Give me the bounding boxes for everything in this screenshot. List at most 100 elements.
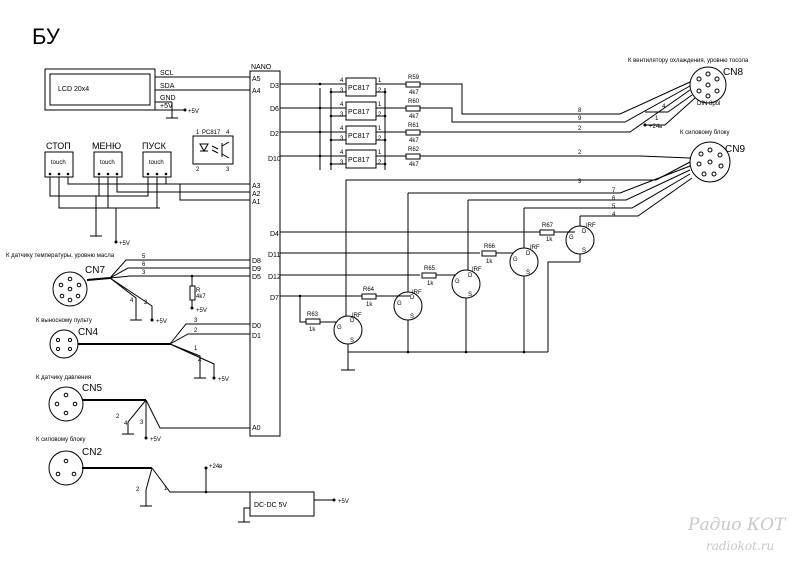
svg-text:3: 3: [340, 136, 344, 142]
touch-buttons: СТОП МЕНЮ ПУСК touch touch touch +5V: [44, 141, 250, 247]
resistor-r-4k7: [189, 285, 196, 301]
svg-text:R64: R64: [363, 287, 375, 293]
svg-text:3: 3: [226, 167, 230, 173]
lcd-label: LCD 20x4: [58, 86, 89, 93]
svg-text:2: 2: [378, 136, 382, 142]
svg-text:IRF: IRF: [586, 223, 596, 229]
connector-cn5: К датчику давления CN5 2 4 3 +5V: [36, 375, 250, 443]
cn8-type: DIN 8pol: [697, 101, 720, 107]
svg-text:D: D: [582, 229, 587, 235]
cn5-name: CN5: [82, 383, 102, 394]
svg-text:1: 1: [194, 346, 198, 352]
svg-text:4k7: 4k7: [409, 138, 419, 144]
svg-text:+5V: +5V: [196, 308, 207, 314]
svg-text:2: 2: [378, 88, 382, 94]
svg-text:D: D: [468, 273, 473, 279]
resistor-r62: R62: [408, 147, 420, 153]
resistor-r59: R59: [408, 75, 420, 81]
svg-text:4: 4: [340, 150, 344, 156]
svg-text:4k7: 4k7: [409, 162, 419, 168]
button-label-stop: СТОП: [46, 141, 71, 151]
svg-text:IRF: IRF: [472, 267, 482, 273]
svg-text:3: 3: [142, 270, 146, 276]
svg-text:4k7: 4k7: [196, 294, 206, 300]
cn7-name: CN7: [85, 265, 105, 276]
svg-text:PC817: PC817: [348, 85, 370, 92]
svg-text:4k7: 4k7: [409, 90, 419, 96]
cn7-supply: +5V: [156, 319, 167, 325]
svg-text:R67: R67: [542, 223, 554, 229]
cn8-caption: К вентилятору охлаждения, уровню тосола: [628, 58, 749, 64]
nano-body: [249, 70, 281, 437]
buttons-supply: +5V: [119, 241, 130, 247]
cn4-caption: К выносному пульту: [36, 318, 92, 324]
cn9-caption: К силовому блоку: [680, 130, 730, 136]
svg-text:1k: 1k: [427, 281, 434, 287]
nano-pin-d8: D8: [252, 258, 261, 265]
svg-text:5: 5: [142, 254, 146, 260]
nano-pin-d9: D9: [252, 266, 261, 273]
optocoupler-legend: 1 PC817 4 2 3: [192, 130, 234, 173]
svg-text:D: D: [350, 318, 355, 324]
svg-text:G: G: [337, 325, 342, 331]
cn2-name: CN2: [82, 447, 102, 458]
optocoupler-1: PC817 4 3 1 2 R59 4k7: [280, 75, 560, 115]
optocoupler-4: PC817 4 3 1 2 R62 4k7: [280, 147, 600, 169]
cn9-name: CN9: [725, 144, 745, 155]
cn8-name: CN8: [723, 67, 743, 78]
svg-text:2: 2: [194, 328, 198, 334]
radiokot-watermark: Радио КОТ radiokot.ru: [687, 515, 787, 553]
svg-text:4: 4: [130, 298, 134, 304]
cn4-supply: +5V: [218, 377, 229, 383]
nano-pin-a1: A1: [252, 199, 261, 206]
lcd-pin-scl: SCL: [160, 70, 174, 77]
diagram-title: БУ: [32, 24, 61, 49]
stop-chip: touch: [51, 160, 66, 166]
svg-text:D: D: [410, 295, 415, 301]
lcd-pin-gnd: GND: [160, 95, 176, 102]
svg-text:D: D: [526, 251, 531, 257]
svg-text:1: 1: [164, 486, 168, 492]
svg-text:G: G: [513, 257, 518, 263]
svg-text:R63: R63: [307, 312, 319, 318]
svg-text:S: S: [410, 314, 414, 320]
dcdc-label: DC-DC 5V: [254, 502, 287, 509]
svg-text:2: 2: [136, 487, 140, 493]
svg-text:3: 3: [340, 88, 344, 94]
resistor-r65: [421, 272, 437, 279]
nano-pin-d3: D3: [270, 83, 279, 90]
svg-text:IRF: IRF: [412, 290, 422, 296]
svg-text:3: 3: [140, 420, 144, 426]
connector-cn9: К силовому блоку CN9 2 3 7 6 5 4: [346, 130, 745, 218]
svg-text:2: 2: [378, 160, 382, 166]
watermark-url: radiokot.ru: [706, 539, 774, 553]
svg-text:9: 9: [578, 116, 582, 122]
optocoupler-bank: PC817 4 3 1 2 R59 4k7 PC817 4 3 1 2: [280, 75, 600, 170]
nano-pin-a4: A4: [252, 88, 261, 95]
svg-text:2: 2: [196, 167, 200, 173]
svg-text:R: R: [196, 288, 201, 294]
svg-text:8: 8: [578, 108, 582, 114]
resistor-r67: [539, 229, 555, 236]
resistor-r60: R60: [408, 99, 420, 105]
svg-text:4k7: 4k7: [409, 114, 419, 120]
svg-text:4: 4: [340, 78, 344, 84]
svg-text:G: G: [397, 301, 402, 307]
svg-text:1: 1: [378, 126, 382, 132]
svg-text:6: 6: [612, 196, 616, 202]
svg-text:3: 3: [340, 160, 344, 166]
lcd-module: LCD 20x4 SCL SDA GND +5V +5V: [44, 68, 250, 119]
resistor-r64: [361, 293, 377, 300]
svg-text:1k: 1k: [309, 327, 316, 333]
svg-text:R65: R65: [424, 266, 436, 272]
resistor-r63: [305, 318, 321, 325]
optocoupler-2: PC817 4 3 1 2 R60 4k7: [280, 99, 560, 123]
svg-text:4: 4: [340, 126, 344, 132]
nano-pin-a0: A0: [252, 425, 261, 432]
nano-pin-a2: A2: [252, 191, 261, 198]
button-label-start: ПУСК: [142, 141, 167, 151]
nano-pin-d1: D1: [252, 333, 261, 340]
svg-text:1: 1: [378, 78, 382, 84]
cn7-caption: К датчику температуры, уровню масла: [6, 253, 115, 259]
